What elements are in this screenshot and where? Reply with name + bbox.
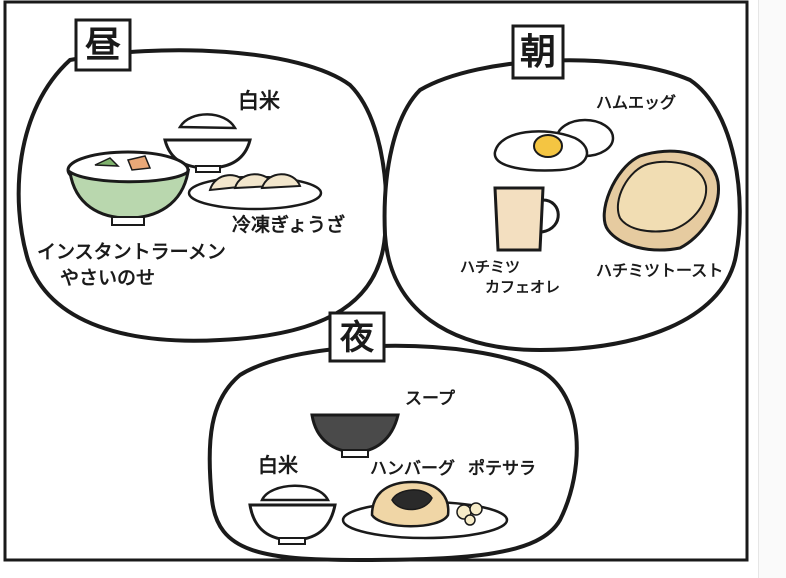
page-edge [758, 0, 786, 578]
dinner-header-box [328, 311, 386, 363]
lunch-header: 昼 [85, 25, 121, 66]
dinner-header: 夜 [339, 318, 375, 358]
breakfast-header-box [511, 24, 565, 80]
dinner-rice-bowl-icon [248, 484, 337, 545]
breakfast-toast-label: ハチミツトースト [596, 261, 723, 280]
breakfast-cafe-label-1: ハチミツ [460, 258, 520, 276]
cafe-au-lait-mug-icon [493, 186, 560, 252]
lunch-bubble: 昼 白米 インスタントラーメン やさいのせ 冷凍ぎょうざ [16, 18, 389, 343]
dinner-potato-salad-label: ポテサラ [468, 458, 536, 479]
ramen-bowl-icon [66, 150, 191, 226]
dinner-hamburg-label: ハンバーグ [370, 458, 455, 479]
gyoza-plate-icon [187, 173, 323, 211]
hamburg-plate-icon [341, 480, 509, 540]
lunch-gyoza-label: 冷凍ぎょうざ [232, 213, 345, 236]
rice-bowl-icon [163, 113, 252, 173]
dinner-soup-label: スープ [405, 388, 456, 409]
lunch-ramen-label-2: やさいのせ [60, 267, 155, 289]
lunch-ramen-label-1: インスタントラーメン [37, 241, 226, 263]
ham-egg-icon [493, 118, 615, 172]
lunch-header-box [74, 18, 132, 72]
breakfast-bubble-outline [382, 58, 742, 353]
breakfast-hamegg-label: ハムエッグ [596, 93, 676, 112]
breakfast-header: 朝 [520, 32, 556, 73]
breakfast-bubble: 朝 ハムエッグ ハチミツ カフェオレ ハチミツトースト [382, 24, 742, 353]
dinner-rice-label: 白米 [258, 453, 299, 477]
lunch-rice-label: 白米 [238, 89, 281, 113]
honey-toast-icon [602, 149, 720, 252]
breakfast-cafe-label-2: カフェオレ [485, 278, 560, 296]
dinner-bubble: 夜 スープ 白米 ハンバーグ ポテサラ [207, 311, 579, 563]
soup-bowl-icon [310, 413, 400, 458]
